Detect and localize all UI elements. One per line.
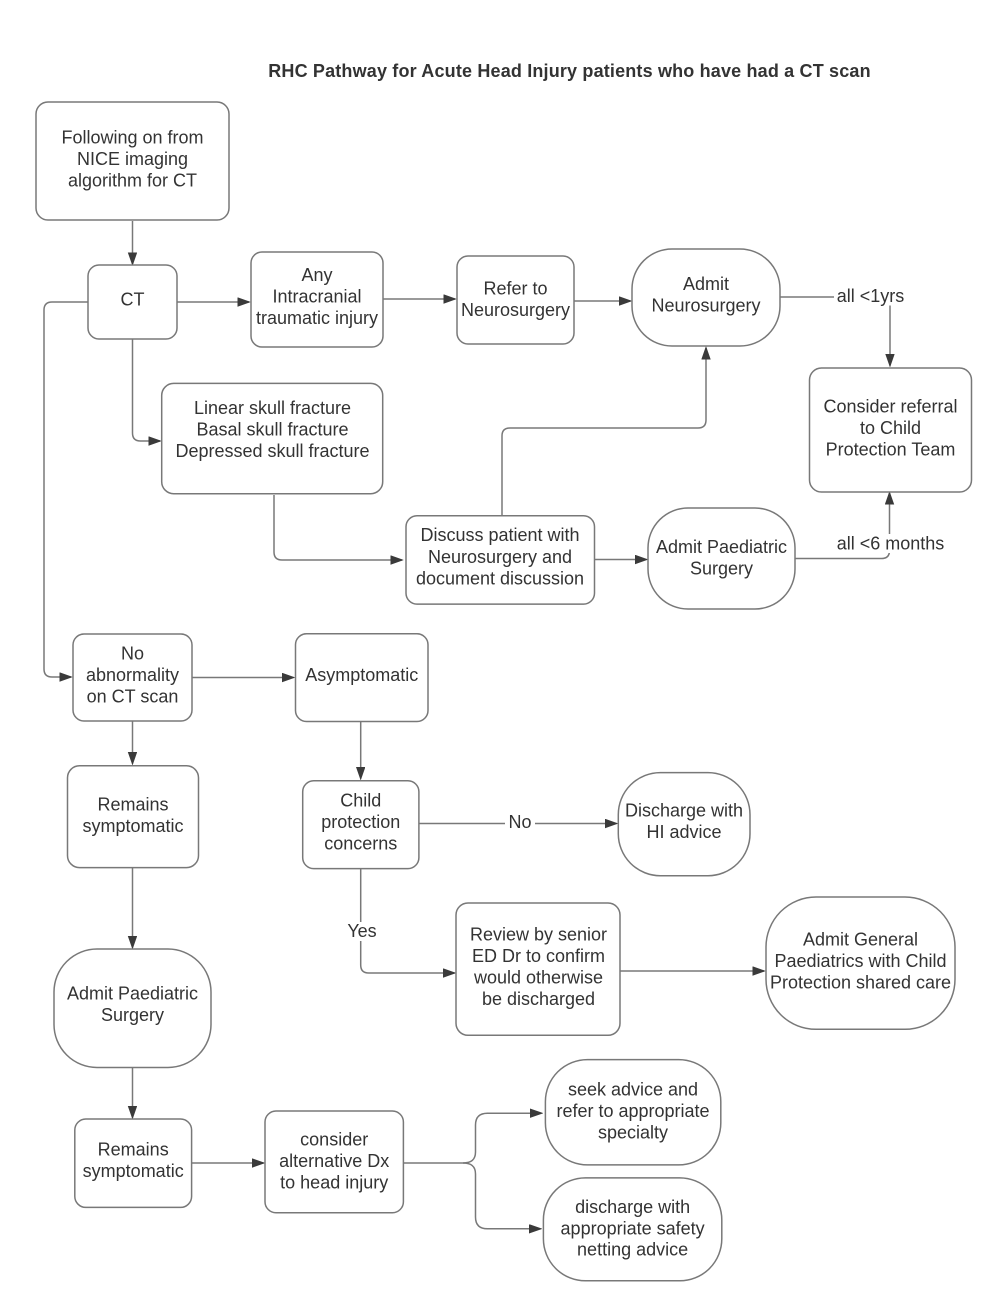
- svg-text:on CT scan: on CT scan: [87, 687, 179, 707]
- svg-text:protection: protection: [321, 812, 400, 832]
- svg-text:seek advice and: seek advice and: [568, 1080, 698, 1100]
- svg-text:Paediatrics with Child: Paediatrics with Child: [774, 951, 946, 971]
- svg-text:Admit: Admit: [683, 274, 729, 294]
- svg-text:to Child: to Child: [860, 418, 921, 438]
- svg-text:document discussion: document discussion: [416, 569, 584, 589]
- svg-text:Depressed skull fracture: Depressed skull fracture: [175, 441, 369, 461]
- svg-text:would otherwise: would otherwise: [473, 968, 603, 988]
- svg-text:Admit Paediatric: Admit Paediatric: [656, 537, 787, 557]
- svg-text:Discuss patient with: Discuss patient with: [420, 525, 579, 545]
- svg-text:CT: CT: [121, 290, 145, 310]
- svg-text:Child: Child: [340, 791, 381, 811]
- svg-text:concerns: concerns: [324, 834, 397, 854]
- svg-text:ED Dr to confirm: ED Dr to confirm: [472, 946, 605, 966]
- svg-text:Neurosurgery: Neurosurgery: [651, 296, 760, 316]
- svg-text:Remains: Remains: [97, 794, 168, 814]
- svg-text:all <1yrs: all <1yrs: [837, 286, 905, 306]
- svg-text:Admit Paediatric: Admit Paediatric: [67, 984, 198, 1004]
- svg-text:abnormality: abnormality: [86, 665, 179, 685]
- svg-text:Yes: Yes: [347, 921, 376, 941]
- svg-text:discharge with: discharge with: [575, 1197, 690, 1217]
- svg-text:No: No: [121, 644, 144, 664]
- svg-text:Neurosurgery: Neurosurgery: [461, 300, 570, 320]
- svg-text:algorithm for CT: algorithm for CT: [68, 171, 197, 191]
- svg-text:Any: Any: [301, 265, 332, 285]
- svg-text:consider: consider: [300, 1129, 368, 1149]
- svg-text:Basal skull fracture: Basal skull fracture: [196, 420, 348, 440]
- svg-text:Consider referral: Consider referral: [823, 396, 957, 416]
- svg-text:NICE imaging: NICE imaging: [77, 149, 188, 169]
- svg-text:traumatic injury: traumatic injury: [256, 308, 378, 328]
- svg-text:symptomatic: symptomatic: [83, 1161, 184, 1181]
- svg-text:Neurosurgery and: Neurosurgery and: [428, 547, 572, 567]
- svg-text:Admit General: Admit General: [803, 929, 918, 949]
- svg-text:HI advice: HI advice: [646, 822, 721, 842]
- svg-text:Remains: Remains: [98, 1139, 169, 1159]
- svg-text:Protection Team: Protection Team: [826, 440, 956, 460]
- svg-text:refer to appropriate: refer to appropriate: [556, 1101, 709, 1121]
- svg-text:Refer to: Refer to: [483, 279, 547, 299]
- svg-text:Asymptomatic: Asymptomatic: [305, 665, 418, 685]
- svg-text:RHC Pathway for Acute Head Inj: RHC Pathway for Acute Head Injury patien…: [268, 61, 871, 81]
- svg-text:Intracranial: Intracranial: [272, 287, 361, 307]
- svg-text:specialty: specialty: [598, 1123, 668, 1143]
- svg-text:be discharged: be discharged: [482, 989, 595, 1009]
- svg-text:No: No: [508, 812, 531, 832]
- svg-text:netting advice: netting advice: [577, 1239, 688, 1259]
- svg-text:Linear skull fracture: Linear skull fracture: [194, 398, 351, 418]
- svg-text:Protection shared care: Protection shared care: [770, 973, 951, 993]
- svg-text:Surgery: Surgery: [101, 1005, 164, 1025]
- svg-text:all <6 months: all <6 months: [837, 534, 945, 554]
- svg-text:Discharge with: Discharge with: [625, 800, 743, 820]
- svg-text:appropriate safety: appropriate safety: [561, 1218, 705, 1238]
- svg-text:Surgery: Surgery: [690, 558, 753, 578]
- svg-text:symptomatic: symptomatic: [82, 816, 183, 836]
- svg-text:Review by senior: Review by senior: [470, 924, 607, 944]
- svg-text:to head injury: to head injury: [280, 1173, 388, 1193]
- svg-text:alternative Dx: alternative Dx: [279, 1151, 389, 1171]
- svg-text:Following on from: Following on from: [61, 128, 203, 148]
